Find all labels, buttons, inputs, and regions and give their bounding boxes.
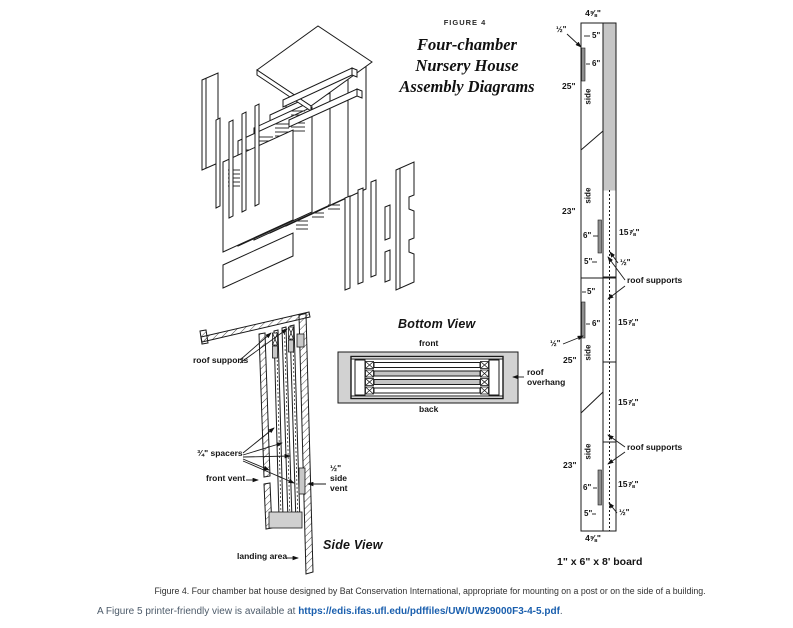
spacers-label: ¾" spacers	[197, 448, 243, 458]
figure-caption: Figure 4. Four chamber bat house designe…	[154, 586, 706, 596]
board-dim-6: 6"	[583, 483, 592, 492]
bottom-view-drawing	[337, 351, 524, 404]
board-dim-5: 5"	[584, 509, 593, 518]
roof-overhang-label: roof overhang	[527, 367, 566, 387]
side-view-roof-supports-label: roof supports	[193, 355, 249, 365]
footer-text: A Figure 5 printer-friendly view is avai…	[97, 606, 299, 617]
board-dim-6: 6"	[592, 59, 601, 68]
bottom-view-title: Bottom View	[398, 317, 476, 331]
board-dim-half-left: ½"	[550, 339, 561, 348]
figure-title-line3: Assembly Diagrams	[399, 77, 535, 96]
board-size-label: 1" x 6" x 8' board	[557, 556, 643, 568]
roof-support-length: 15⅞"	[618, 317, 639, 327]
board-dim-6: 6"	[583, 231, 592, 240]
board-diagram-drawing	[562, 22, 626, 532]
figure5-pdf-link[interactable]: https://edis.ifas.ufl.edu/pdffiles/UW/UW…	[298, 606, 560, 617]
board-dim-25: 25"	[562, 81, 576, 91]
exploded-view-drawing	[201, 25, 415, 291]
side-vent-label: ½" side vent	[330, 463, 348, 493]
board-side-label-1: side	[583, 88, 593, 105]
front-vent-label: front vent	[206, 473, 246, 483]
landing-area-label: landing area	[237, 551, 288, 561]
side-view-drawing	[199, 311, 326, 575]
board-dim-5: 5"	[584, 257, 593, 266]
board-dim-half-top-left: ½"	[556, 25, 567, 34]
board-dim-25: 25"	[563, 355, 577, 365]
board-dim-half-right: ½"	[619, 508, 630, 517]
figure-title-line2: Nursery House	[415, 56, 519, 75]
board-side-label-3: side	[583, 344, 593, 361]
board-dim-6: 6"	[592, 319, 601, 328]
roof-support-length: 15⅞"	[619, 227, 640, 237]
board-roof-supports-label: roof supports	[627, 442, 683, 452]
bottom-view-back-label: back	[419, 404, 439, 414]
board-dim-half-right: ½"	[620, 258, 631, 267]
board-dim-23: 23"	[562, 206, 576, 216]
board-dim-5: 5"	[587, 287, 596, 296]
board-top-width: 4⅝"	[585, 8, 601, 18]
board-bottom-width: 4⅝"	[585, 533, 601, 543]
board-dim-5: 5"	[592, 31, 601, 40]
bottom-view-front-label: front	[419, 338, 439, 348]
side-view-title: Side View	[323, 538, 383, 552]
figure-title: Four-chamber Nursery House Assembly Diag…	[393, 34, 541, 97]
roof-support-length: 15⅞"	[618, 397, 639, 407]
board-side-label-4: side	[583, 443, 593, 460]
roof-support-length: 15⅞"	[618, 479, 639, 489]
footer-period: .	[559, 606, 563, 617]
board-roof-supports-label: roof supports	[627, 275, 683, 285]
figure-number-label: FIGURE 4	[443, 18, 487, 27]
board-side-label-2: side	[583, 187, 593, 204]
board-dim-23: 23"	[563, 460, 577, 470]
figure-title-line1: Four-chamber	[417, 35, 517, 54]
footer-note: A Figure 5 printer-friendly view is avai…	[97, 606, 563, 617]
